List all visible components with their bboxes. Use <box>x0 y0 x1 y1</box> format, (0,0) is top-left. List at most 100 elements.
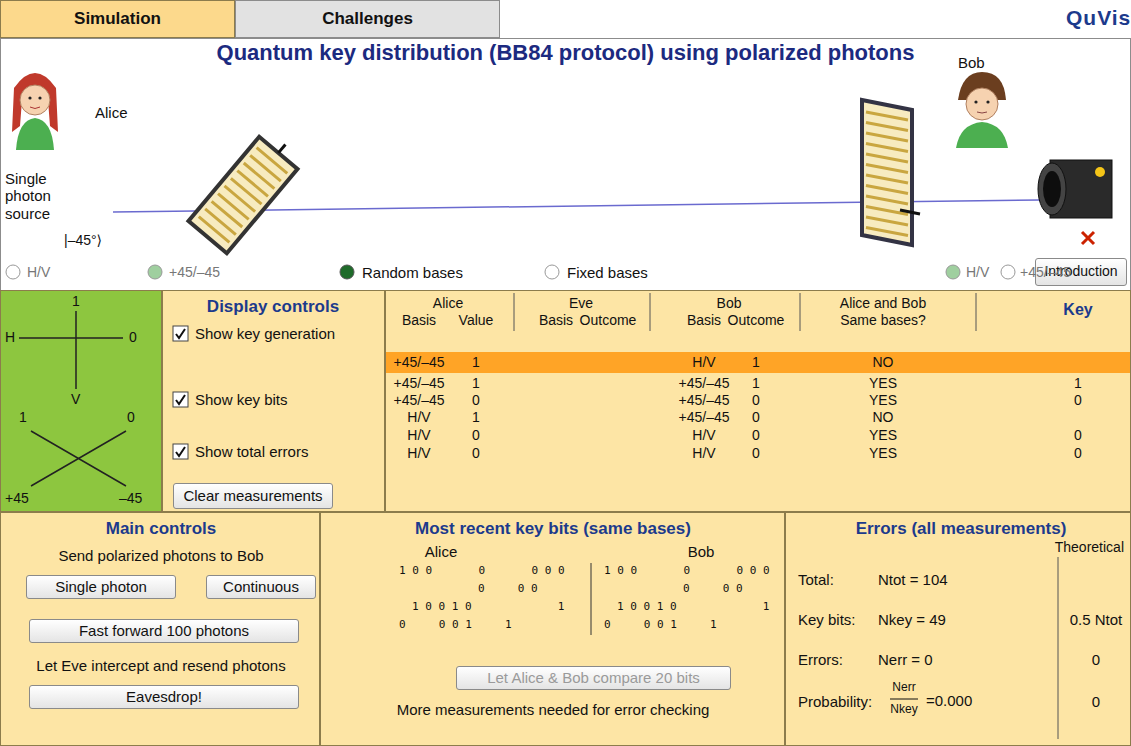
polarization-axes <box>19 311 126 486</box>
checkbox <box>173 326 188 341</box>
illustration-part <box>1095 167 1105 177</box>
panel-text: Bob <box>717 295 742 311</box>
illustration-part <box>862 100 912 245</box>
illustration-part <box>257 148 288 174</box>
panel-text: Basis <box>539 312 573 328</box>
panel-text: Outcome <box>728 312 785 328</box>
panel-text: NO <box>873 409 894 425</box>
illustration-part <box>866 196 908 204</box>
panel-text: Alice <box>433 295 463 311</box>
radio-label: +45/–45 <box>169 264 220 280</box>
panel-text: Value <box>459 312 494 328</box>
panel-text: Basis <box>687 312 721 328</box>
button-label: Challenges <box>322 10 413 29</box>
panel-text: Alice and Bob <box>840 295 926 311</box>
button-label: Eavesdrop! <box>126 688 202 705</box>
column-separator <box>591 563 592 635</box>
illustration-part <box>340 265 354 279</box>
illustration-part <box>956 122 1008 148</box>
illustration-part <box>212 201 243 227</box>
panel-text: 1 <box>1074 375 1082 391</box>
button: Eavesdrop! <box>29 685 299 709</box>
person-name: Alice <box>95 104 128 121</box>
panel-text: +45 <box>5 490 29 506</box>
panel-text: 0 0 0 <box>683 583 743 596</box>
panel-text: 0 <box>752 445 760 461</box>
panel-text: 1 0 0 1 0 1 <box>617 601 769 614</box>
radio-label: Fixed bases <box>567 264 648 281</box>
panel-text: Nerr <box>892 681 915 695</box>
panel-text: YES <box>869 427 897 443</box>
panel-text: 0 <box>472 445 480 461</box>
panel-text: Alice <box>425 543 458 560</box>
panel-text: Display controls <box>207 297 339 317</box>
panel-text: Outcome <box>580 312 637 328</box>
radio-buttons <box>6 265 1015 279</box>
panel-text: Nkey = 49 <box>878 611 946 628</box>
panel-text: Key bits: <box>798 611 856 628</box>
panel-text: Probability: <box>798 693 872 710</box>
alice-figure <box>12 73 58 150</box>
panel-text: 0 <box>127 409 135 425</box>
illustration-part <box>1043 171 1061 207</box>
logo: QuVis <box>1066 6 1131 30</box>
illustration-part <box>545 265 559 279</box>
illustration-part <box>866 144 908 152</box>
panel-text: 1 0 0 0 0 0 0 <box>604 565 770 578</box>
panel-text: 0 0 0 1 1 <box>604 619 717 632</box>
panel-text: 1 <box>72 293 80 309</box>
panel-text: Errors: <box>798 651 843 668</box>
illustration-part <box>188 137 297 253</box>
panel-text: 0 <box>1092 651 1100 668</box>
button-label: Let Alice & Bob compare 20 bits <box>487 669 700 686</box>
panel-text: Bob <box>688 543 715 560</box>
panel-text: 0 <box>752 392 760 408</box>
illustration-part <box>1001 265 1015 279</box>
panel-text: H/V <box>407 445 430 461</box>
illustration-part <box>866 133 908 141</box>
panel-text: V <box>71 391 80 407</box>
illustration-part <box>231 178 262 204</box>
panel-text: +45/–45 <box>679 409 730 425</box>
photon-detector <box>1038 160 1112 218</box>
panel-text: H <box>5 329 15 345</box>
illustration-part <box>244 163 275 189</box>
panel-decoration <box>1 291 161 511</box>
panel-text: YES <box>869 445 897 461</box>
panel-text: Theoretical <box>1055 539 1124 555</box>
panel-text: 0 <box>1074 445 1082 461</box>
illustration-part <box>199 148 287 243</box>
illustration-part <box>16 118 54 150</box>
checkbox <box>173 444 188 459</box>
panel-text: +45/–45 <box>679 375 730 391</box>
column-separator <box>800 293 801 331</box>
illustration-part <box>278 144 285 152</box>
illustration-part <box>148 265 162 279</box>
no-detection-mark <box>1082 232 1094 244</box>
illustration-part <box>946 265 960 279</box>
button-label: Single photon <box>55 578 147 595</box>
illustration-part <box>866 123 908 131</box>
panel-text: 0 <box>752 427 760 443</box>
illustration-part <box>977 112 987 113</box>
panel-text: +45/–45 <box>679 392 730 408</box>
panel-text: 1 <box>472 375 480 391</box>
panel-text: 0 <box>1074 392 1082 408</box>
illustration-part <box>224 186 255 212</box>
illustration-part <box>866 112 908 236</box>
apparatus-area <box>1 39 1131 291</box>
panel-text: Show key generation <box>195 325 335 342</box>
key-bits-panel: Let Alice & Bob compare 20 bits Most rece… <box>320 512 785 746</box>
illustration-part <box>866 228 908 236</box>
radio-label: H/V <box>966 264 989 280</box>
illustration-part <box>237 171 268 197</box>
panel-text: More measurements needed for error check… <box>397 701 710 718</box>
panel-text: NO <box>873 354 894 370</box>
illustration-part <box>866 154 908 162</box>
panel-text: =0.000 <box>926 692 972 709</box>
radio-label: Random bases <box>362 264 463 281</box>
panel-text: Most recent key bits (same bases) <box>415 519 691 539</box>
column-separator <box>976 293 977 331</box>
person-name: Bob <box>958 54 985 71</box>
